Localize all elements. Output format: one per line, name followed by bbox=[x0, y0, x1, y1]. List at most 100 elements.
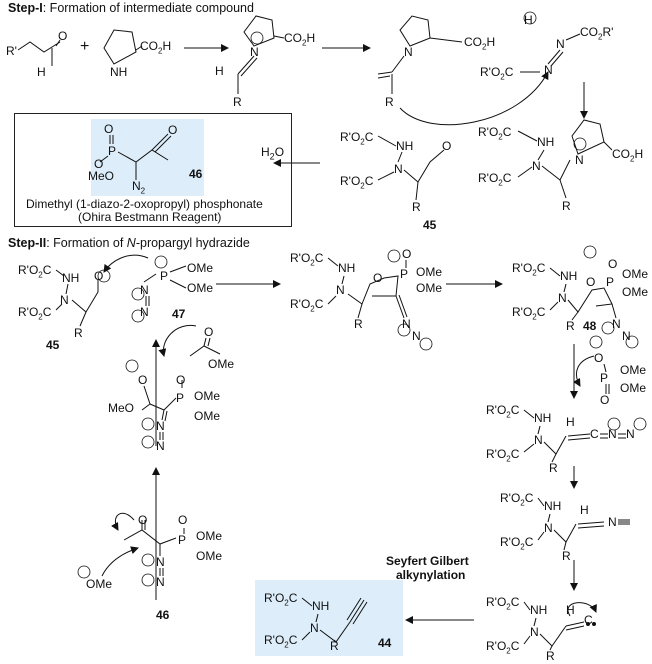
compound-46: 46 bbox=[156, 608, 170, 622]
atom-label: R'O2C bbox=[18, 305, 52, 322]
atom-label: N bbox=[575, 153, 584, 167]
atom-label: O bbox=[104, 122, 114, 136]
atom-label: N bbox=[156, 555, 165, 569]
atom-label: NH bbox=[530, 603, 548, 617]
atom-label: OMe bbox=[194, 389, 221, 403]
atom-label: P bbox=[160, 269, 169, 283]
atom-label: O bbox=[94, 157, 104, 171]
atom-label: N bbox=[532, 159, 541, 173]
atom-label: OMe bbox=[622, 285, 649, 299]
compound-47: 47 bbox=[172, 307, 186, 321]
reagent-46-number: 46 bbox=[189, 167, 203, 181]
atom-label: N bbox=[402, 317, 411, 331]
atom-label: O bbox=[94, 269, 104, 283]
atom-label: NH bbox=[110, 65, 128, 79]
atom-label: P bbox=[108, 144, 117, 158]
atom-label: NH bbox=[338, 261, 356, 275]
atom-label: NH bbox=[537, 135, 555, 149]
compound-45-mid: 45 bbox=[46, 338, 60, 352]
atom-label: N2 bbox=[132, 179, 146, 196]
atom-label: R bbox=[330, 639, 339, 653]
reagent-46-highlight bbox=[91, 119, 204, 196]
atom-label: NH bbox=[534, 411, 552, 425]
atom-label: O bbox=[442, 139, 452, 153]
atom-label: NH bbox=[396, 139, 414, 153]
seyfert-gilbert-label: Seyfert Gilbert bbox=[386, 554, 469, 568]
atom-label: R'O2C bbox=[486, 447, 520, 464]
atom-label: O bbox=[204, 325, 214, 339]
water-label: H2O bbox=[261, 145, 285, 162]
atom-label: OMe bbox=[86, 577, 113, 591]
atom-label: R'O2C bbox=[512, 261, 546, 278]
reagent-name-line2: (Ohira Bestmann Reagent) bbox=[78, 210, 222, 224]
atom-label: OMe bbox=[416, 281, 443, 295]
atom-label: C bbox=[584, 613, 593, 627]
atom-label: CO2H bbox=[612, 147, 644, 164]
atom-label: OMe bbox=[187, 281, 214, 295]
atom-label: P bbox=[606, 275, 615, 289]
atom-label: O bbox=[168, 123, 178, 137]
atom-label: N bbox=[608, 515, 617, 529]
atom-label: O bbox=[600, 393, 610, 407]
atom-label: R bbox=[546, 649, 555, 663]
atom-label: N bbox=[622, 329, 631, 343]
atom-label: OMe bbox=[622, 267, 649, 281]
step2-heading: Step-II: Formation of N-propargyl hydraz… bbox=[8, 236, 250, 250]
atom-label: N bbox=[404, 45, 413, 59]
atom-label: CO2H bbox=[140, 39, 172, 56]
atom-label: R'O2C bbox=[340, 130, 374, 147]
atom-label: N bbox=[250, 45, 259, 59]
atom-label: OMe bbox=[194, 409, 221, 423]
atom-label: NH bbox=[312, 599, 330, 613]
atom-label: R bbox=[412, 200, 421, 214]
atom-label: N bbox=[626, 427, 635, 441]
atom-label: OMe bbox=[187, 261, 214, 275]
atom-label: MeO bbox=[88, 169, 115, 183]
atom-label: R'O2C bbox=[264, 591, 298, 608]
atom-label: R'O2C bbox=[478, 171, 512, 188]
atom-label: N bbox=[394, 162, 403, 176]
atom-label: R'O2C bbox=[480, 65, 514, 82]
atom-label: R bbox=[549, 461, 558, 475]
atom-label: R bbox=[562, 199, 571, 213]
atom-label: N bbox=[544, 521, 553, 535]
atom-label: H bbox=[37, 65, 46, 79]
atom-label: N bbox=[544, 63, 553, 77]
reagent-box bbox=[14, 113, 292, 227]
atom-label: OMe bbox=[196, 529, 223, 543]
atom-label: MeO bbox=[108, 401, 135, 415]
atom-label: R'O2C bbox=[18, 263, 52, 280]
atom-label: N bbox=[156, 575, 165, 589]
atom-label: N bbox=[140, 305, 149, 319]
atom-label: P bbox=[400, 267, 409, 281]
atom-label: R'O2C bbox=[478, 125, 512, 142]
atom-label: R'O2C bbox=[486, 639, 520, 656]
atom-label: OMe bbox=[196, 549, 223, 563]
atom-label: N bbox=[412, 329, 421, 343]
atom-label: CO2R' bbox=[580, 25, 614, 42]
atom-label: R bbox=[566, 319, 575, 333]
atom-label: R' bbox=[6, 44, 17, 58]
atom-label: O bbox=[176, 373, 186, 387]
atom-label: O bbox=[138, 513, 148, 527]
atom-label: R'O2C bbox=[486, 595, 520, 612]
atom-label: H bbox=[580, 503, 589, 517]
atom-label: R'O2C bbox=[264, 633, 298, 650]
atom-label: H bbox=[566, 415, 575, 429]
atom-label: R'O2C bbox=[290, 297, 324, 314]
atom-label: N bbox=[310, 621, 319, 635]
atom-label: O bbox=[178, 513, 188, 527]
atom-label: R bbox=[233, 95, 242, 109]
atom-label: P bbox=[600, 371, 609, 385]
atom-label: H bbox=[524, 13, 533, 27]
atom-label: R bbox=[562, 549, 571, 563]
atom-label: OMe bbox=[208, 357, 235, 371]
atom-label: O bbox=[402, 247, 412, 261]
atom-label: N bbox=[558, 291, 567, 305]
atom-label: N bbox=[612, 317, 621, 331]
atom-label: R'O2C bbox=[486, 403, 520, 420]
compound-44: 44 bbox=[378, 636, 392, 650]
atom-label: N bbox=[156, 439, 165, 453]
